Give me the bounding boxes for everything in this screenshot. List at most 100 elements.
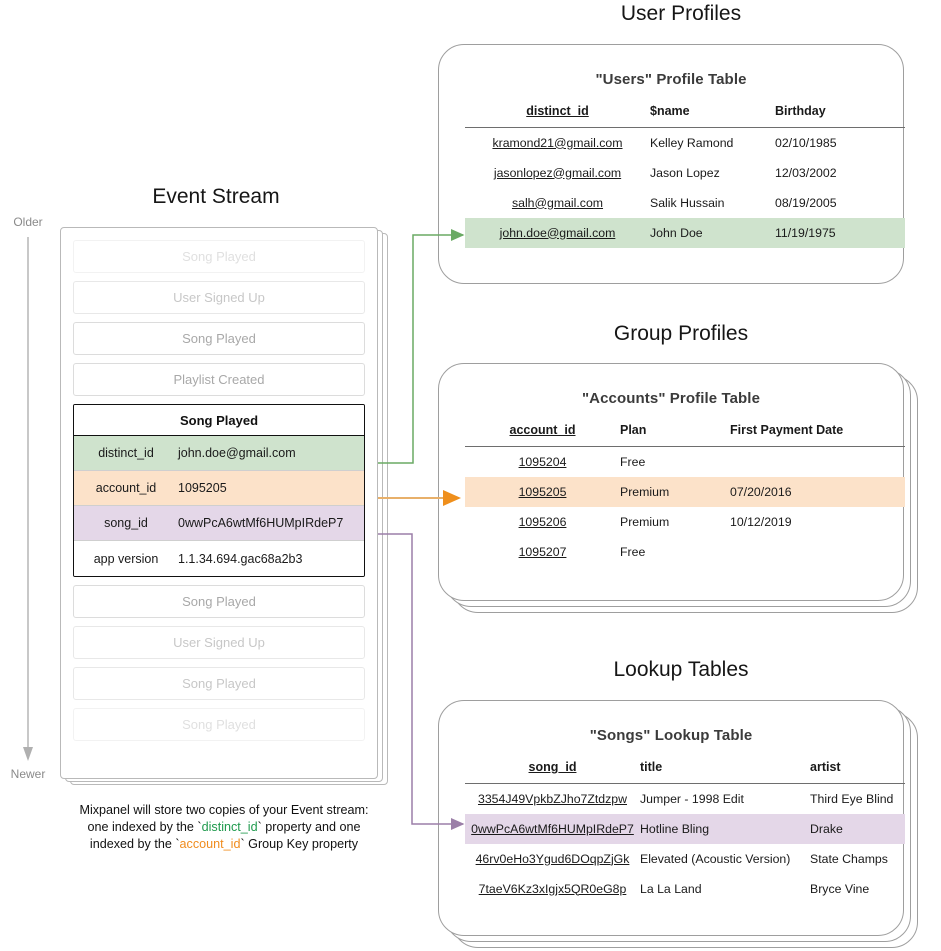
timeline-axis: Older Newer <box>0 215 56 785</box>
page-title-group-profiles: Group Profiles <box>613 322 749 345</box>
table-row[interactable]: 7taeV6Kz3xIgjx5QR0eG8p La La Land Bryce … <box>465 874 905 904</box>
cell-plan: Premium <box>620 476 730 507</box>
caption-line-3-prefix: indexed by the ` <box>89 837 180 851</box>
caption-distinct-id-token: distinct_id <box>201 820 258 834</box>
focused-event-title: Song Played <box>74 405 364 436</box>
table-row[interactable]: salh@gmail.com Salik Hussain 08/19/2005 <box>465 188 905 218</box>
cell-distinct-id: john.doe@gmail.com <box>465 217 650 248</box>
event-property-row-song-id: song_id 0wwPcA6wtMf6HUMpIRdeP7 <box>74 506 364 541</box>
event-pill[interactable]: Playlist Created <box>73 363 365 396</box>
event-pill[interactable]: Song Played <box>73 585 365 618</box>
cell-title: La La Land <box>640 881 702 896</box>
event-property-key: distinct_id <box>98 446 154 460</box>
column-header-title: title <box>640 760 663 774</box>
event-pill[interactable]: User Signed Up <box>73 626 365 659</box>
cell-plan: Free <box>620 544 646 559</box>
cell-song-id: 0wwPcA6wtMf6HUMpIRdeP7 <box>465 813 640 844</box>
cell-account-id: 1095204 <box>518 454 567 469</box>
column-header-artist: artist <box>810 760 841 774</box>
cell-distinct-id: jasonlopez@gmail.com <box>493 165 622 180</box>
cell-title: Jumper - 1998 Edit <box>640 791 744 806</box>
event-pill[interactable]: Song Played <box>73 322 365 355</box>
cell-birthday: 02/10/1985 <box>775 135 837 150</box>
table-row-highlighted[interactable]: 1095205 Premium 07/20/2016 <box>465 476 905 507</box>
page-title-user-profiles: User Profiles <box>620 2 742 25</box>
cell-name: Jason Lopez <box>650 165 720 180</box>
users-table-title: "Users" Profile Table <box>595 71 747 88</box>
accounts-profile-card: "Accounts" Profile Table account_id Plan… <box>438 363 905 601</box>
cell-song-id: 46rv0eHo3Ygud6DOqpZjGk <box>475 851 630 866</box>
event-property-value: john.doe@gmail.com <box>178 446 296 460</box>
column-header-name: $name <box>650 104 690 118</box>
cell-first-payment-date <box>730 537 905 567</box>
event-stream-card: Song Played User Signed Up Song Played P… <box>60 227 378 779</box>
accounts-table: account_id Plan First Payment Date 10952… <box>465 423 905 567</box>
group-profiles-panel: "Accounts" Profile Table account_id Plan… <box>438 363 930 613</box>
cell-distinct-id: salh@gmail.com <box>511 195 604 210</box>
cell-birthday: 12/03/2002 <box>775 165 837 180</box>
table-row-highlighted[interactable]: 0wwPcA6wtMf6HUMpIRdeP7 Hotline Bling Dra… <box>465 813 905 844</box>
timeline-arrow-icon <box>23 237 33 761</box>
column-header-distinct-id: distinct_id <box>526 104 589 118</box>
event-pill[interactable]: Song Played <box>73 240 365 273</box>
cell-title: Elevated (Acoustic Version) <box>640 851 791 866</box>
cell-first-payment-date: 07/20/2016 <box>730 476 905 507</box>
event-property-value: 0wwPcA6wtMf6HUMpIRdeP7 <box>178 516 344 530</box>
cell-name: Kelley Ramond <box>650 135 734 150</box>
column-header-first-payment-date: First Payment Date <box>730 423 844 437</box>
users-table: distinct_id $name Birthday kramond21@gma… <box>465 104 905 248</box>
table-row[interactable]: 1095204 Free <box>465 447 905 477</box>
cell-plan: Free <box>620 454 646 469</box>
table-row[interactable]: 3354J49VpkbZJho7Ztdzpw Jumper - 1998 Edi… <box>465 784 905 814</box>
caption-line-2-prefix: one indexed by the ` <box>87 820 202 834</box>
timeline-newer-label: Newer <box>10 767 46 781</box>
table-row[interactable]: kramond21@gmail.com Kelley Ramond 02/10/… <box>465 128 905 158</box>
table-header-row: distinct_id $name Birthday <box>465 104 905 128</box>
cell-birthday: 11/19/1975 <box>775 217 905 248</box>
caption-line-3-suffix: ` Group Key property <box>240 837 359 851</box>
table-header-row: song_id title artist <box>465 760 905 784</box>
event-stream-caption: Mixpanel will store two copies of your E… <box>34 802 414 853</box>
event-property-key: app version <box>93 551 159 566</box>
cell-name: Salik Hussain <box>650 195 725 210</box>
cell-first-payment-date: 10/12/2019 <box>730 514 792 529</box>
cell-plan: Premium <box>620 514 670 529</box>
cell-artist: Drake <box>810 813 905 844</box>
cell-song-id: 3354J49VpkbZJho7Ztdzpw <box>477 791 628 806</box>
table-row[interactable]: 1095207 Free <box>465 537 905 567</box>
event-property-row-account-id: account_id 1095205 <box>74 471 364 506</box>
event-stream-panel: Song Played User Signed Up Song Played P… <box>60 227 392 785</box>
cell-song-id: 7taeV6Kz3xIgjx5QR0eG8p <box>478 881 627 896</box>
accounts-table-title: "Accounts" Profile Table <box>581 390 761 407</box>
cell-title: Hotline Bling <box>640 813 810 844</box>
cell-account-id: 1095205 <box>465 476 620 507</box>
event-pill[interactable]: Song Played <box>73 708 365 741</box>
table-row[interactable]: jasonlopez@gmail.com Jason Lopez 12/03/2… <box>465 158 905 188</box>
table-row[interactable]: 1095206 Premium 10/12/2019 <box>465 507 905 537</box>
column-header-plan: Plan <box>620 423 647 437</box>
table-row[interactable]: 46rv0eHo3Ygud6DOqpZjGk Elevated (Acousti… <box>465 844 905 874</box>
event-pill[interactable]: User Signed Up <box>73 281 365 314</box>
event-property-key: account_id <box>95 481 157 495</box>
event-property-key: song_id <box>104 516 148 530</box>
user-profiles-panel: "Users" Profile Table distinct_id $name … <box>438 44 930 284</box>
songs-table-title: "Songs" Lookup Table <box>589 727 753 744</box>
event-pill[interactable]: Song Played <box>73 667 365 700</box>
timeline-older-label: Older <box>13 215 43 229</box>
caption-account-id-token: account_id <box>179 837 241 851</box>
focused-event-card[interactable]: Song Played distinct_id john.doe@gmail.c… <box>73 404 365 577</box>
cell-artist: State Champs <box>810 851 888 866</box>
caption-line-1: Mixpanel will store two copies of your E… <box>79 803 369 817</box>
caption-line-2: one indexed by the `distinct_id` propert… <box>34 819 414 836</box>
cell-artist: Bryce Vine <box>810 881 870 896</box>
cell-artist: Third Eye Blind <box>810 791 894 806</box>
songs-table: song_id title artist 3354J49VpkbZJho7Ztd… <box>465 760 905 904</box>
cell-first-payment-date <box>730 447 905 477</box>
caption-line-2-suffix: ` property and one <box>257 820 361 834</box>
cell-distinct-id: kramond21@gmail.com <box>492 135 623 150</box>
users-profile-card: "Users" Profile Table distinct_id $name … <box>438 44 905 284</box>
cell-account-id: 1095206 <box>518 514 567 529</box>
table-header-row: account_id Plan First Payment Date <box>465 423 905 447</box>
table-row-highlighted[interactable]: john.doe@gmail.com John Doe 11/19/1975 <box>465 217 905 248</box>
event-property-value: 1095205 <box>178 481 227 495</box>
